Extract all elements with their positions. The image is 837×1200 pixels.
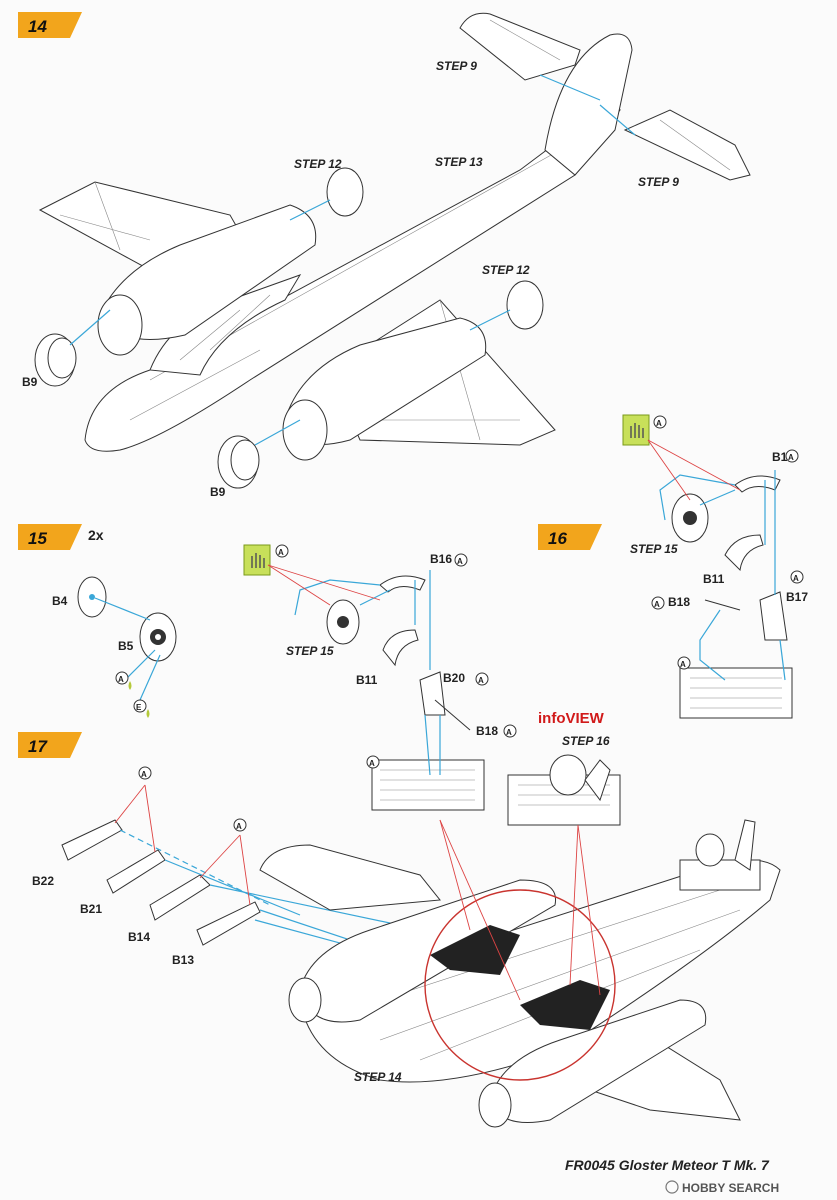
paint-code-a-3: A [793, 574, 799, 583]
part-label-b21: B21 [80, 902, 102, 916]
step-17-banner: 17 [18, 732, 82, 758]
part-label-b18-mid: B18 [476, 724, 498, 738]
wheel-assembly-step15 [77, 576, 177, 701]
paint-code-a-8: A [478, 676, 484, 685]
step-16-number: 16 [548, 529, 567, 548]
step14-ref-tail-right: STEP 9 [638, 175, 679, 189]
part-label-b16-mid: B16 [430, 552, 452, 566]
step17-ref-bottom: STEP 14 [354, 1070, 402, 1084]
part-label-b13: B13 [172, 953, 194, 967]
paint-callouts-a: A A A A A A A A A A A A [138, 415, 804, 832]
step-14-number: 14 [28, 17, 47, 36]
watermark: HOBBY SEARCH [665, 1180, 779, 1195]
part-label-b9-bottom: B9 [210, 485, 226, 499]
part-label-b11-right: B11 [703, 572, 725, 586]
step-16-banner: 16 [538, 524, 602, 550]
step-14-banner: 14 [18, 12, 82, 38]
paint-drop-e-step15: E [133, 699, 150, 718]
part-label-b5: B5 [118, 639, 134, 653]
step14-ref-engine-left: STEP 12 [294, 157, 342, 171]
part-label-b4: B4 [52, 594, 68, 608]
paint-code-a-5: A [680, 660, 686, 669]
aircraft-underside-step17 [259, 819, 781, 1128]
info-view-illustration [507, 754, 621, 826]
watermark-logo-icon [665, 1180, 679, 1194]
paint-drop-a-step15: A [115, 671, 132, 690]
paint-code-e: E [136, 703, 142, 712]
watermark-text: HOBBY SEARCH [682, 1181, 779, 1195]
part-label-b18-right: B18 [668, 595, 690, 609]
aircraft-step14 [34, 12, 751, 489]
step16-ref: STEP 15 [630, 542, 678, 556]
paint-code-a-2: A [788, 453, 794, 462]
paint-code-a-1: A [656, 419, 662, 428]
paint-code-a: A [118, 675, 124, 684]
part-label-b20: B20 [443, 671, 465, 685]
step14-ref-fuselage: STEP 13 [435, 155, 483, 169]
part-label-b9-left: B9 [22, 375, 38, 389]
step-15-number: 15 [28, 529, 47, 548]
part-label-b11-mid: B11 [356, 673, 378, 687]
footer-title: FR0045 Gloster Meteor T Mk. 7 [565, 1157, 770, 1173]
paint-code-a-7: A [457, 557, 463, 566]
step-17-number: 17 [28, 737, 48, 756]
nose-gear-assembly-mid [243, 544, 485, 811]
part-label-b17: B17 [786, 590, 808, 604]
step-15-quantity: 2x [88, 527, 104, 543]
step15-ref-mid: STEP 15 [286, 644, 334, 658]
paint-code-a-12: A [236, 822, 242, 831]
part-label-b14: B14 [128, 930, 150, 944]
step-15-banner: 15 [18, 524, 82, 550]
part-label-b22: B22 [32, 874, 54, 888]
info-view-step-ref: STEP 16 [562, 734, 610, 748]
paint-code-a-9: A [506, 728, 512, 737]
step14-ref-engine-right: STEP 12 [482, 263, 530, 277]
paint-code-a-11: A [141, 770, 147, 779]
step14-ref-tail-top: STEP 9 [436, 59, 477, 73]
paint-code-a-6: A [278, 548, 284, 557]
main-gear-assembly-step16 [622, 414, 793, 719]
paint-code-a-4: A [654, 600, 660, 609]
info-view-title: infoVIEW [538, 710, 605, 727]
paint-code-a-10: A [369, 759, 375, 768]
